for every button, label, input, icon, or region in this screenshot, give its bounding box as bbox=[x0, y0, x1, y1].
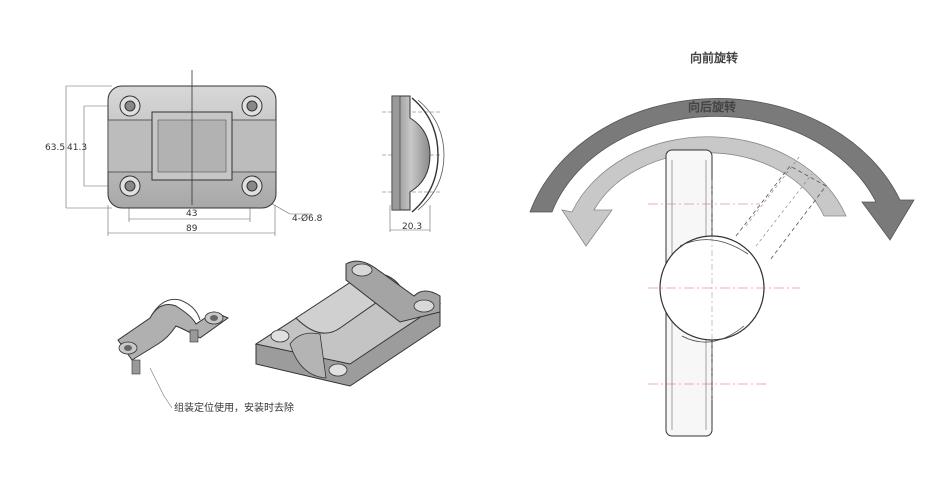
forward-label: 向前旋转 bbox=[690, 50, 738, 65]
backward-arrow bbox=[561, 136, 847, 247]
iso-hinge bbox=[254, 260, 442, 387]
side-view: 20.3 bbox=[382, 95, 445, 232]
rotation-view: 向前旋转 向后旋转 bbox=[529, 50, 915, 437]
dim-height-outer: 63.5 bbox=[45, 143, 65, 153]
front-view: 63.5 41.3 43 89 4-Ø6.8 bbox=[45, 70, 323, 236]
clip-note: 组装定位使用，安装时去除 bbox=[174, 401, 294, 414]
locating-clip: 组装定位使用，安装时去除 bbox=[117, 298, 294, 414]
dim-hole-callout: 4-Ø6.8 bbox=[292, 213, 323, 224]
dim-height-inner: 41.3 bbox=[67, 143, 87, 153]
mount-hole-icon bbox=[119, 95, 263, 197]
dim-width-holes: 43 bbox=[186, 209, 197, 219]
dim-width-outer: 89 bbox=[186, 224, 198, 234]
forward-arrow bbox=[529, 98, 915, 241]
backward-label: 向后旋转 bbox=[688, 99, 736, 114]
dim-thickness: 20.3 bbox=[402, 222, 422, 232]
